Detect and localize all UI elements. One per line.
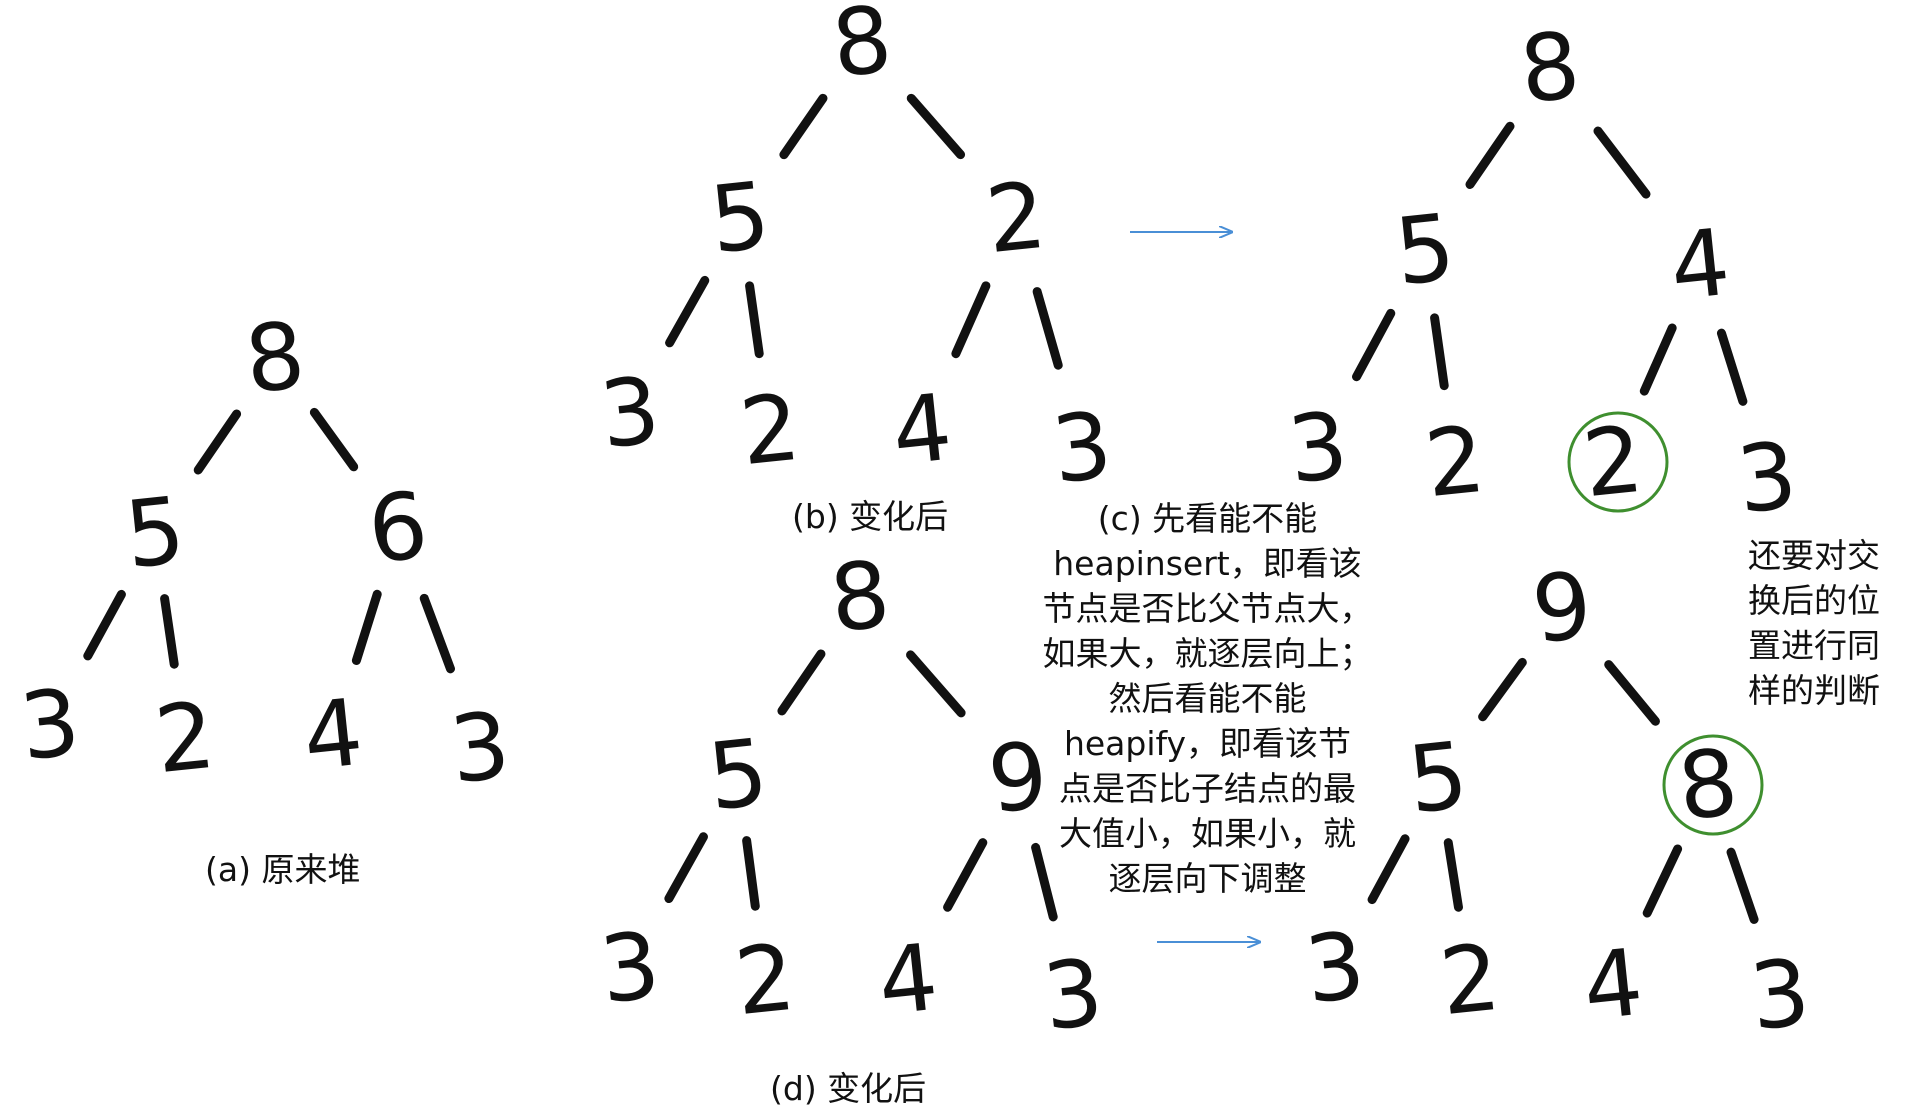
caption-tree-b: (b) 变化后 (792, 497, 949, 536)
highlight-circle (1567, 411, 1669, 513)
tree-node-value: 3 (1300, 912, 1369, 1025)
tree-edge (1430, 313, 1449, 391)
tree-edge (1604, 660, 1660, 726)
tree-node-value: 9 (1527, 552, 1596, 665)
tree-edge (1443, 838, 1463, 912)
tree-node-value: 2 (1578, 406, 1647, 519)
tree-node-value: 4 (887, 374, 956, 487)
tree-edge (1465, 121, 1515, 189)
tree-node-value: 3 (445, 692, 514, 805)
note-c-line: 点是否比子结点的最 (1059, 769, 1356, 808)
tree-node-value: 3 (1038, 939, 1107, 1052)
tree-edge (193, 409, 242, 475)
note-c-line: heapinsert，即看该 (1053, 544, 1362, 583)
tree-edge (1593, 126, 1651, 199)
tree-edge (742, 836, 760, 911)
note-c-line: 节点是否比父节点大， (1042, 589, 1373, 628)
tree-node-value: 4 (1578, 929, 1647, 1042)
note-c-line: (c) 先看能不能 (1097, 499, 1318, 538)
tree-edge (351, 589, 382, 665)
tree-node-value: 2 (1420, 406, 1489, 519)
tree-edge (1478, 657, 1527, 722)
note-c-line: 大值小，如果小，就 (1059, 814, 1356, 853)
tree-edge (419, 593, 455, 674)
note-right-line: 样的判断 (1748, 671, 1880, 710)
note-c-line: 如果大，就逐层向上； (1042, 634, 1373, 673)
note-right-explanation: 还要对交 换后的位 置进行同 样的判断 (1748, 533, 1908, 713)
tree-edge (777, 649, 826, 716)
tree-node-value: 3 (1047, 392, 1116, 505)
tree-node-value: 6 (363, 472, 432, 585)
note-right-line: 还要对交 (1748, 536, 1880, 575)
tree-edge (83, 589, 126, 661)
caption-tree-a: (a) 原来堆 (205, 850, 361, 889)
highlight-circle (1662, 734, 1764, 836)
tree-node-value: 5 (703, 719, 772, 832)
note-c-line: heapify，即看该节 (1063, 724, 1352, 763)
tree-edge (779, 93, 828, 160)
note-right-line: 置进行同 (1748, 626, 1880, 665)
tree-node-value: 2 (150, 682, 219, 795)
tree-node-value: 3 (1745, 939, 1814, 1052)
tree-edge (309, 407, 359, 472)
tree-node-value: 8 (240, 302, 309, 415)
tree-edge (1639, 323, 1677, 396)
tree-node-value: 3 (15, 669, 84, 782)
tree-node-value: 8 (825, 541, 894, 654)
tree-node-value: 5 (1390, 194, 1459, 307)
tree-node-value: 2 (981, 162, 1050, 275)
tree-node-value: 3 (1732, 422, 1801, 535)
tree-edge (1367, 834, 1410, 905)
note-c-explanation: (c) 先看能不能 heapinsert，即看该 节点是否比父节点大， 如果大，… (1030, 496, 1385, 901)
tree-edge (906, 650, 966, 718)
tree-edge (1031, 842, 1058, 922)
tree-node-value: 8 (1515, 12, 1584, 125)
tree-node-value: 3 (595, 912, 664, 1025)
note-right-line: 换后的位 (1748, 581, 1880, 620)
tree-node-value: 3 (595, 357, 664, 470)
tree-node-value: 2 (735, 374, 804, 487)
tree-node-value: 2 (1435, 924, 1504, 1037)
tree-edge (1716, 328, 1748, 406)
tree-node-value: 3 (1283, 392, 1352, 505)
tree-node-value: 4 (298, 679, 367, 792)
tree-edge (951, 281, 991, 359)
tree-edge (665, 275, 710, 348)
tree-edge (1032, 287, 1063, 370)
tree-edge (1352, 308, 1396, 382)
tree-node-value: 8 (1673, 729, 1742, 842)
caption-tree-d: (d) 变化后 (770, 1069, 927, 1108)
note-c-line: 然后看能不能 (1108, 679, 1307, 718)
tree-edge (160, 594, 179, 669)
tree-edge (1642, 844, 1683, 918)
tree-node-value: 5 (120, 477, 189, 590)
tree-edge (664, 832, 708, 904)
tree-edge (943, 838, 988, 912)
tree-node-value: 4 (1665, 209, 1734, 322)
note-c-line: 逐层向下调整 (1108, 859, 1307, 898)
tree-node-value: 8 (827, 0, 896, 98)
tree-edge (1726, 847, 1759, 924)
tree-node-value: 2 (730, 924, 799, 1037)
tree-node-value: 9 (983, 722, 1052, 835)
tree-node-value: 5 (705, 162, 774, 275)
tree-edge (745, 281, 764, 359)
tree-node-value: 4 (873, 924, 942, 1037)
tree-edge (906, 93, 966, 160)
tree-node-value: 5 (1403, 722, 1472, 835)
